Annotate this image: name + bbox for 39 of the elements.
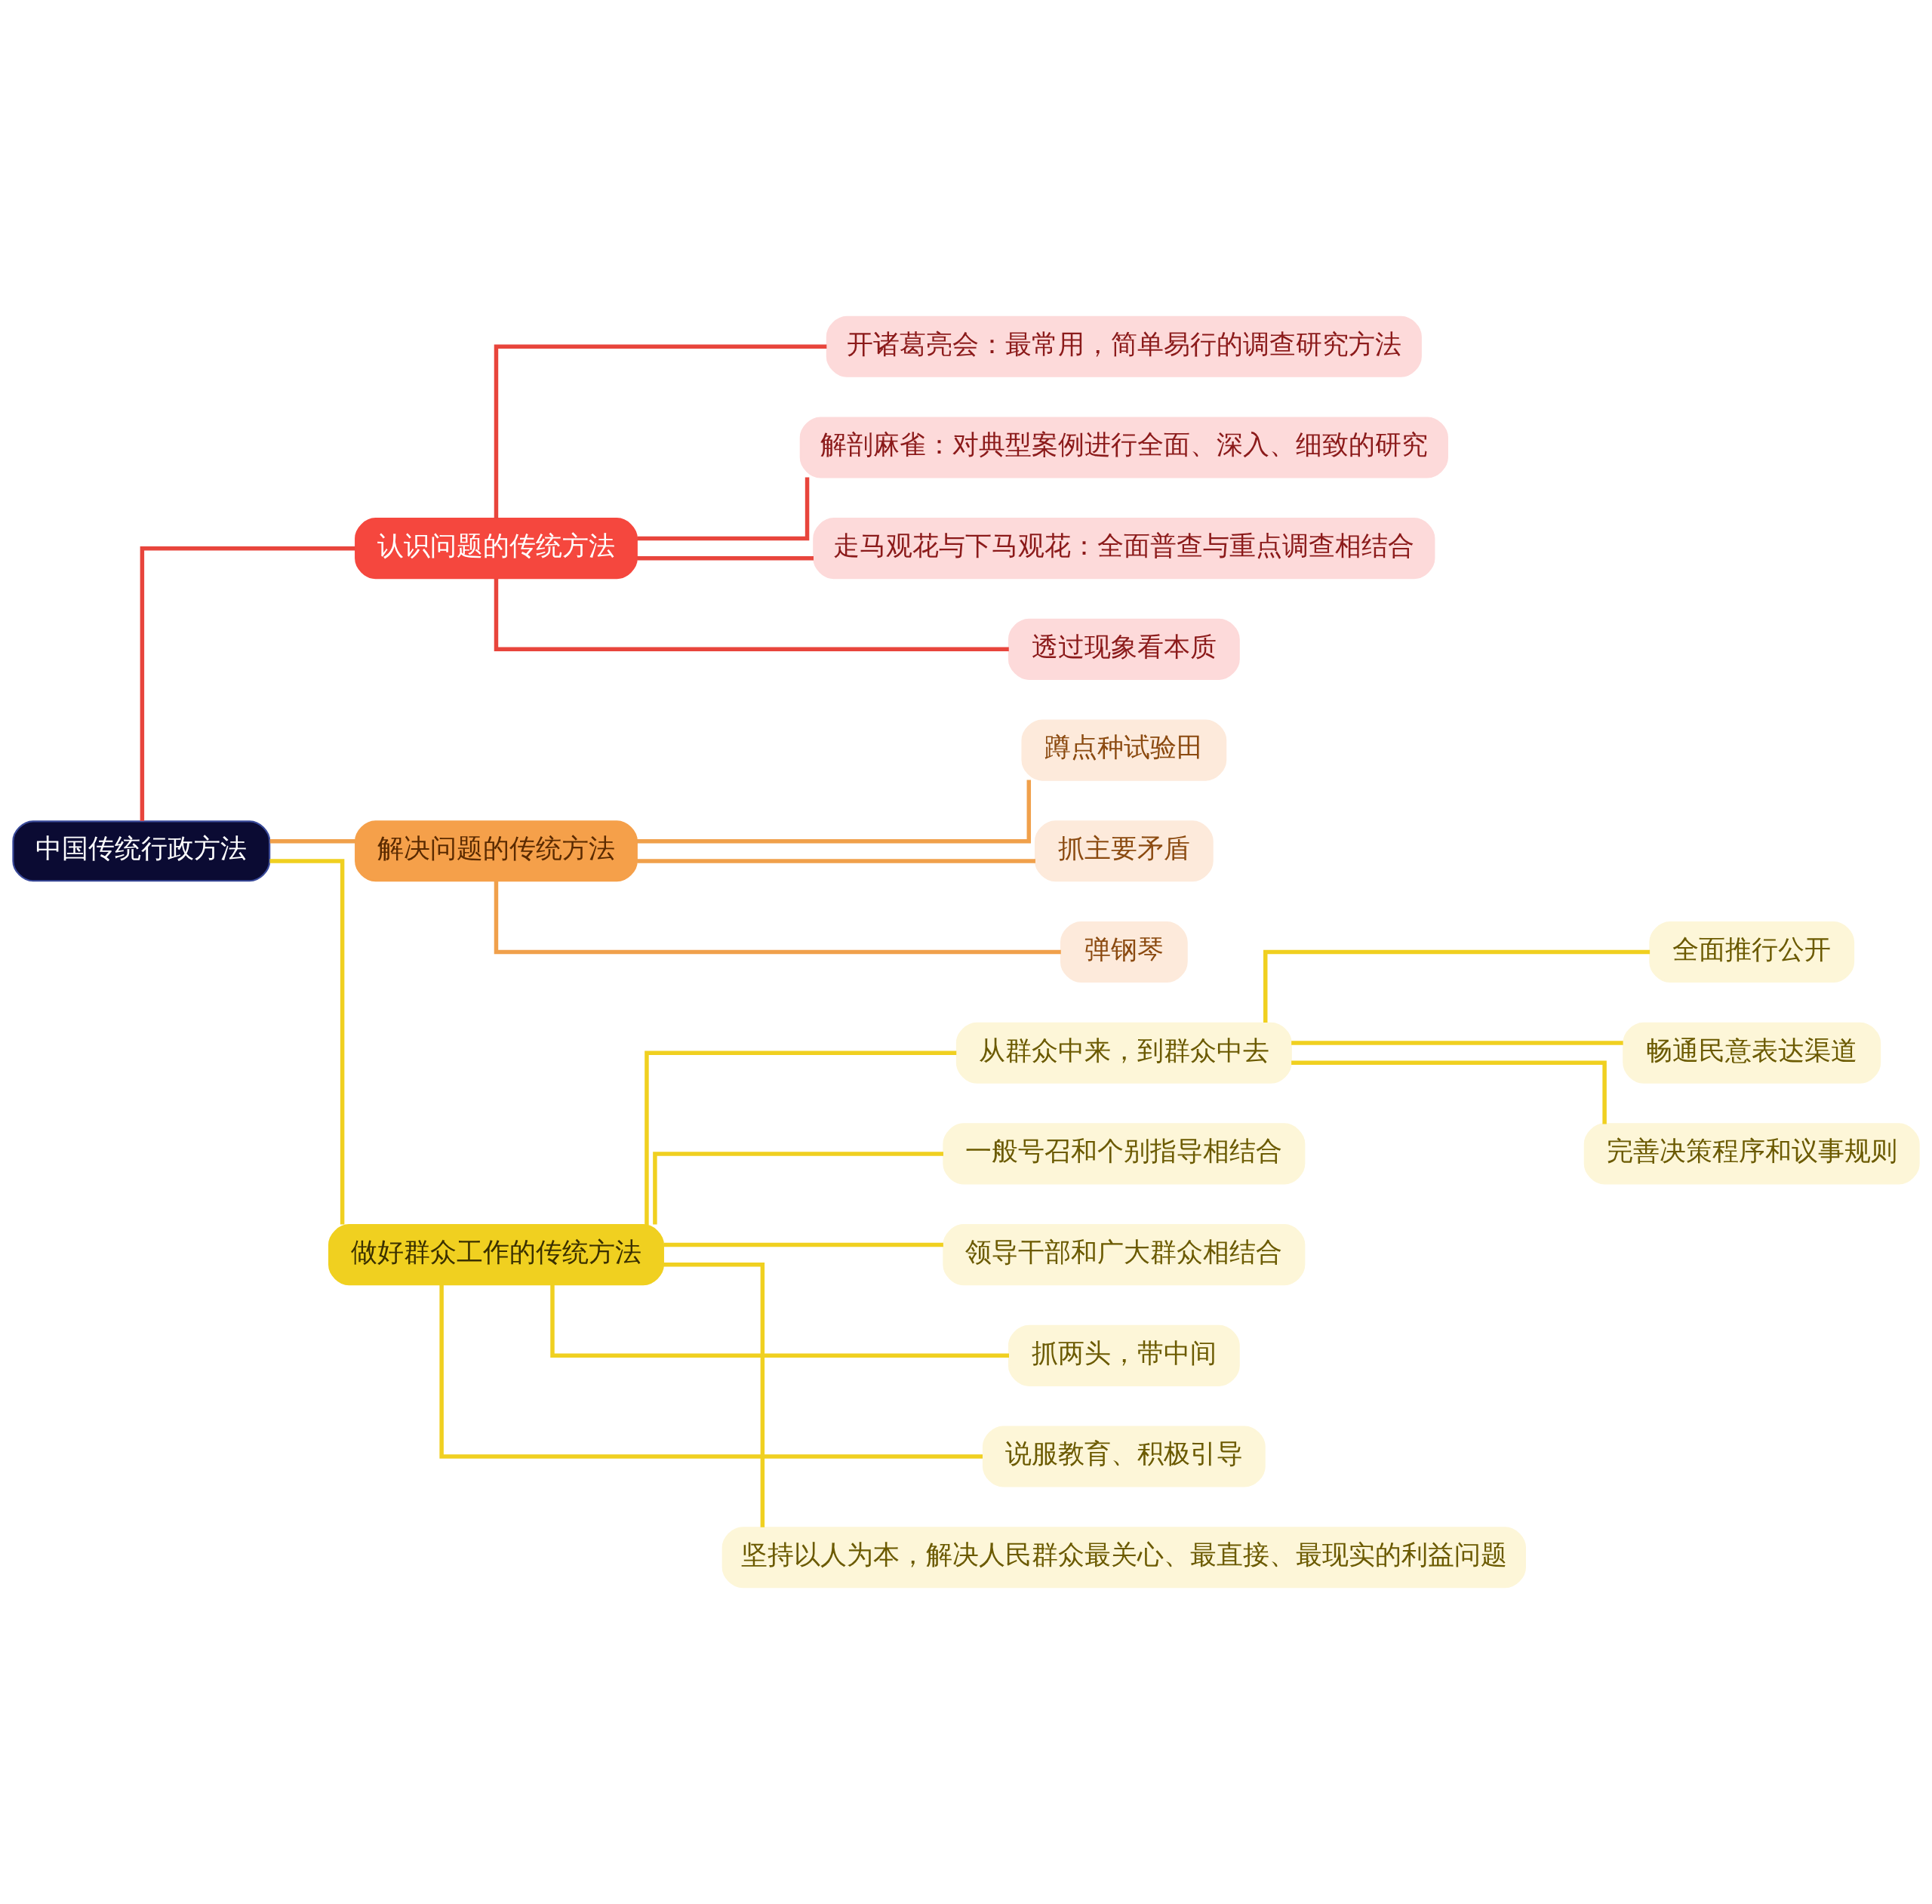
node-box: 解决问题的传统方法 — [355, 820, 638, 882]
node-box: 抓两头，带中间 — [1008, 1324, 1240, 1386]
node-box: 中国传统行政方法 — [12, 820, 271, 882]
connector — [645, 1050, 957, 1226]
connector — [494, 881, 1061, 955]
node-box: 开诸葛亮会：最常用，简单易行的调查研究方法 — [826, 315, 1422, 377]
node-box: 做好群众工作的传统方法 — [328, 1224, 664, 1286]
connector — [140, 546, 355, 821]
node-box: 解剖麻雀：对典型案例进行全面、深入、细致的研究 — [799, 417, 1448, 478]
connector — [1263, 949, 1651, 1023]
node-box: 弹钢琴 — [1060, 921, 1188, 983]
connector — [494, 578, 1009, 652]
node-box: 一般号召和个别指导相结合 — [943, 1123, 1306, 1185]
node-box: 从群众中来，到群众中去 — [955, 1022, 1292, 1084]
connector — [663, 1263, 765, 1527]
node-box: 认识问题的传统方法 — [355, 518, 638, 580]
node-box: 抓主要矛盾 — [1034, 820, 1214, 882]
node-box: 蹲点种试验田 — [1021, 719, 1227, 781]
connector — [637, 556, 814, 561]
node-box: 走马观花与下马观花：全面普查与重点调查相结合 — [813, 518, 1435, 580]
connector — [269, 838, 355, 844]
connector — [637, 477, 810, 541]
connector — [637, 859, 1035, 863]
connector — [663, 1242, 943, 1247]
node-box: 全面推行公开 — [1649, 921, 1855, 983]
connector — [653, 1152, 943, 1225]
node-box: 完善决策程序和议事规则 — [1583, 1123, 1920, 1185]
node-box: 说服教育、积极引导 — [982, 1426, 1266, 1487]
node-box: 领导干部和广大群众相结合 — [943, 1224, 1306, 1286]
connector — [439, 1284, 983, 1459]
connector — [1291, 1060, 1607, 1124]
connector — [636, 780, 1032, 844]
connector — [1291, 1041, 1623, 1045]
connector — [494, 344, 827, 519]
node-box: 透过现象看本质 — [1008, 618, 1240, 680]
connector — [269, 859, 345, 1225]
node-box: 畅通民意表达渠道 — [1623, 1022, 1881, 1084]
node-box: 坚持以人为本，解决人民群众最关心、最直接、最现实的利益问题 — [721, 1527, 1526, 1589]
connector — [550, 1284, 1009, 1358]
